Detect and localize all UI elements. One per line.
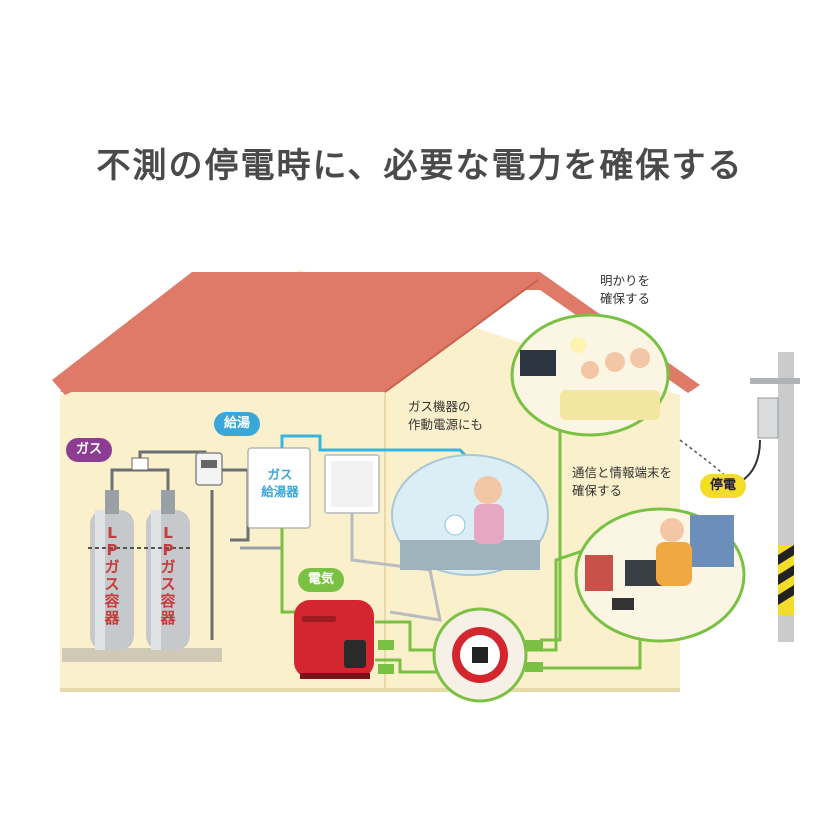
cord-reel-icon	[452, 627, 508, 683]
gas-appliance-callout: ガス機器の 作動電源にも	[408, 399, 484, 432]
cylinder-label-2: LPガス容器	[160, 524, 176, 627]
kitchen-bubble	[391, 454, 549, 576]
cylinder-base	[62, 648, 222, 662]
hot-water-pipe	[280, 434, 482, 472]
water-heater-label: ガス 給湯器	[261, 467, 299, 499]
roof-face	[60, 280, 538, 392]
utility-pole	[750, 352, 800, 642]
cylinder-label-1: LPガス容器	[104, 524, 120, 627]
floor	[60, 688, 680, 692]
electricity-tag: 電気	[298, 568, 345, 592]
lighting-callout: 明かりを 確保する	[600, 273, 651, 306]
living-room-bubble	[510, 313, 670, 437]
gas-water-heater	[247, 447, 311, 529]
communication-callout: 通信と情報端末を 確保する	[572, 465, 673, 498]
page-title: 不測の停電時に、必要な電力を確保する	[96, 146, 744, 186]
hot-water-tag: 給湯	[214, 412, 261, 436]
gas-tag: ガス	[66, 438, 113, 462]
outage-tag: 停電	[700, 474, 747, 498]
pipe-valve	[131, 457, 149, 471]
portable-generator	[294, 600, 374, 679]
lp-gas-cylinder-2	[146, 490, 190, 650]
gas-meter-icon	[195, 452, 223, 486]
lp-gas-cylinder-1	[90, 490, 134, 650]
office-bubble	[574, 507, 746, 643]
